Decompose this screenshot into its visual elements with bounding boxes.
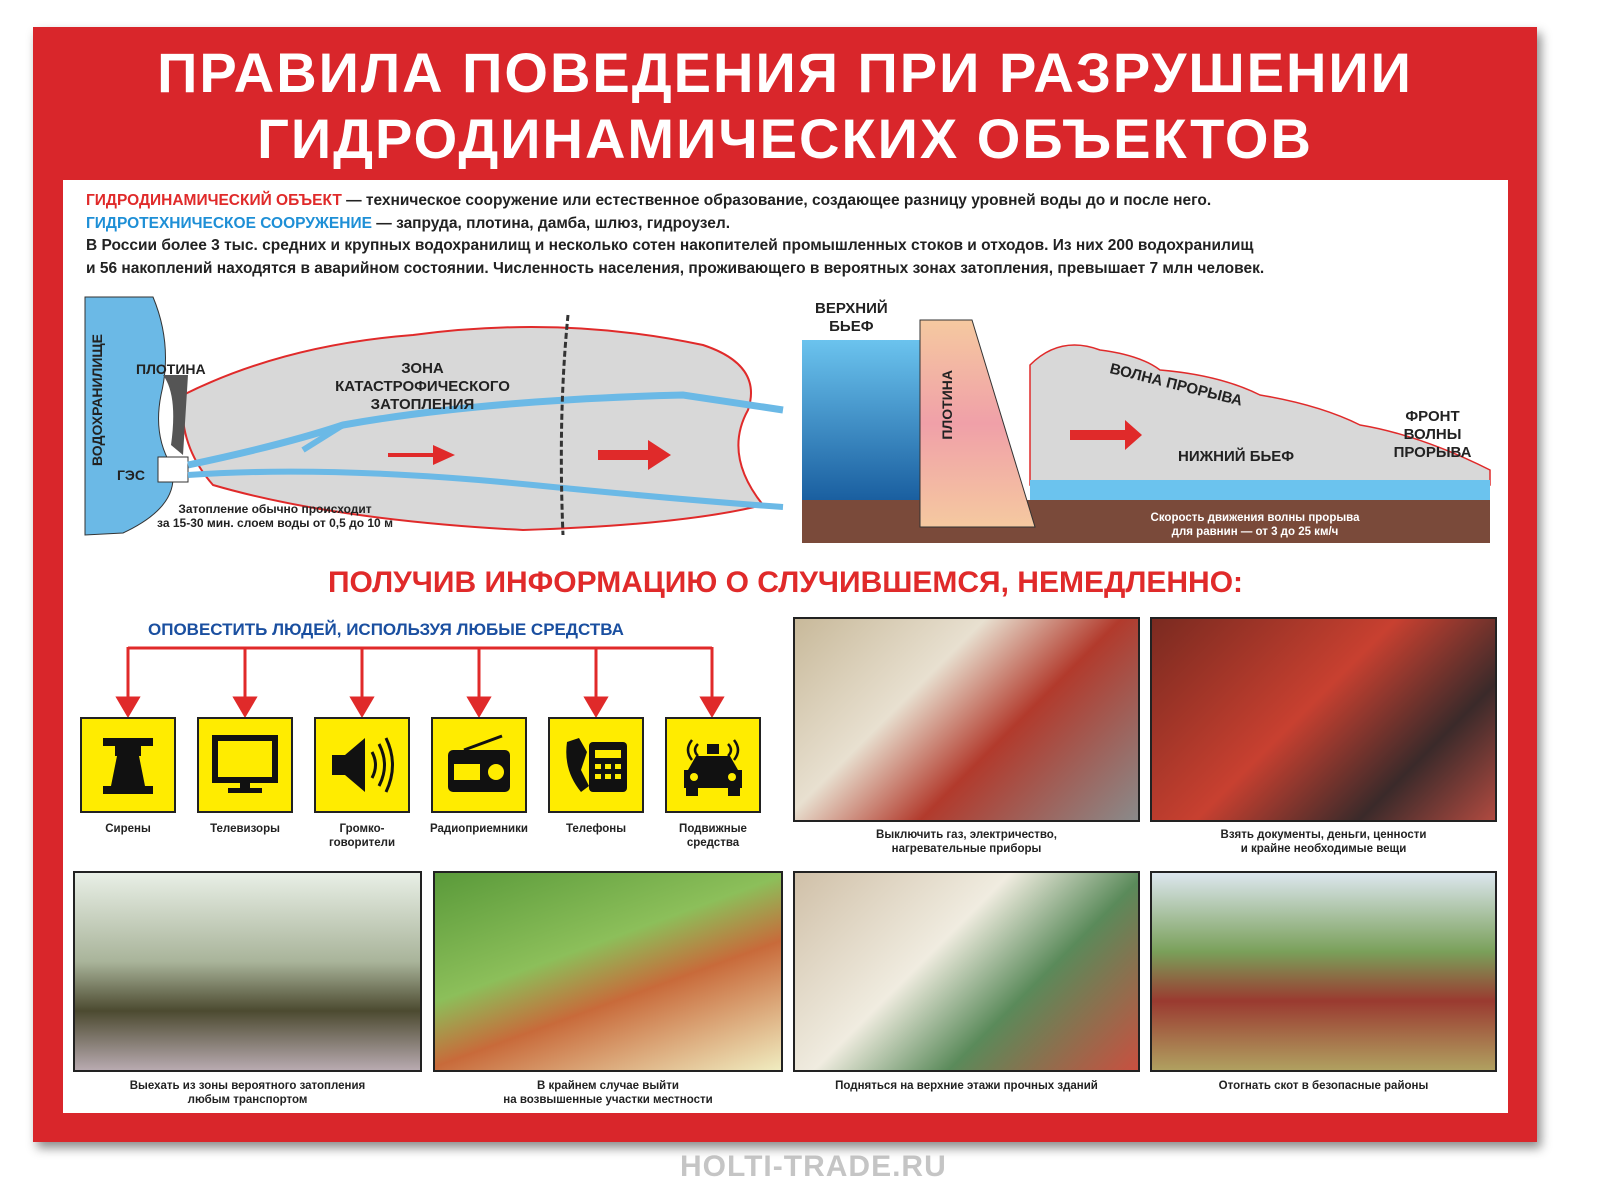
flood-zone-diagram	[84, 296, 784, 536]
means-label: Телевизоры	[210, 823, 280, 835]
watermark: HOLTI-TRADE.RU	[680, 1150, 947, 1183]
title-line-2: ГИДРОДИНАМИЧЕСКИХ ОБЪЕКТОВ	[257, 107, 1313, 170]
notify-heading: ОПОВЕСТИТЬ ЛЮДЕЙ, ИСПОЛЬЗУЯ ЛЮБЫЕ СРЕДСТ…	[148, 620, 624, 639]
action-caption: Выключить газ, электричество,нагреватель…	[876, 829, 1057, 855]
dam-break-diagram	[802, 319, 1491, 543]
photo-go-to-high-ground	[433, 871, 783, 1072]
means-label: Радиоприемники	[430, 823, 528, 835]
def-hydrotechnical: — запруда, плотина, дамба, шлюз, гидроуз…	[371, 215, 731, 232]
means-label: Громко-говорители	[328, 823, 396, 849]
action-heading: ПОЛУЧИВ ИНФОРМАЦИЮ О СЛУЧИВШЕМСЯ, НЕМЕДЛ…	[327, 566, 1244, 599]
photo-drive-livestock	[1150, 871, 1497, 1072]
label-dam: ПЛОТИНА	[136, 361, 206, 377]
notify-arrows	[115, 646, 725, 718]
label-reservoir: ВОДОХРАНИЛИЩЕ	[89, 334, 105, 467]
label-hps: ГЭС	[117, 467, 146, 483]
intro-def-2: ГИДРОТЕХНИЧЕСКОЕ СООРУЖЕНИЕ — запруда, п…	[86, 215, 730, 233]
intro-line-3: В России более 3 тыс. средних и крупных …	[86, 237, 1254, 254]
title-line-1: ПРАВИЛА ПОВЕДЕНИЯ ПРИ РАЗРУШЕНИИ	[157, 41, 1413, 104]
car-icon	[665, 717, 761, 813]
term-hydrotechnical: ГИДРОТЕХНИЧЕСКОЕ СООРУЖЕНИЕ	[86, 215, 372, 232]
phone-icon	[548, 717, 644, 813]
action-caption: Отогнать скот в безопасные районы	[1218, 1080, 1429, 1092]
term-hydrodynamic: ГИДРОДИНАМИЧЕСКИЙ ОБЪЕКТ	[86, 192, 342, 209]
label-dam-right: ПЛОТИНА	[939, 370, 955, 440]
loudspeaker-icon	[314, 717, 410, 813]
def-hydrodynamic: — техническое сооружение или естественно…	[341, 192, 1212, 209]
photo-evacuate-transport	[73, 871, 422, 1072]
means-label: Телефоны	[565, 823, 627, 835]
action-caption: Подняться на верхние этажи прочных здани…	[835, 1080, 1098, 1092]
photo-turn-off-gas	[793, 617, 1140, 822]
intro-line-4: и 56 накоплений находятся в аварийном со…	[86, 260, 1265, 277]
radio-icon	[431, 717, 527, 813]
tv-icon	[197, 717, 293, 813]
photo-upper-floors	[793, 871, 1140, 1072]
intro-def-1: ГИДРОДИНАМИЧЕСКИЙ ОБЪЕКТ — техническое с…	[86, 192, 1211, 210]
means-label: Сирены	[105, 823, 151, 835]
siren-icon	[80, 717, 176, 813]
photo-take-documents	[1150, 617, 1497, 822]
label-lower-pool: НИЖНИЙ БЬЕФ	[1178, 448, 1295, 465]
